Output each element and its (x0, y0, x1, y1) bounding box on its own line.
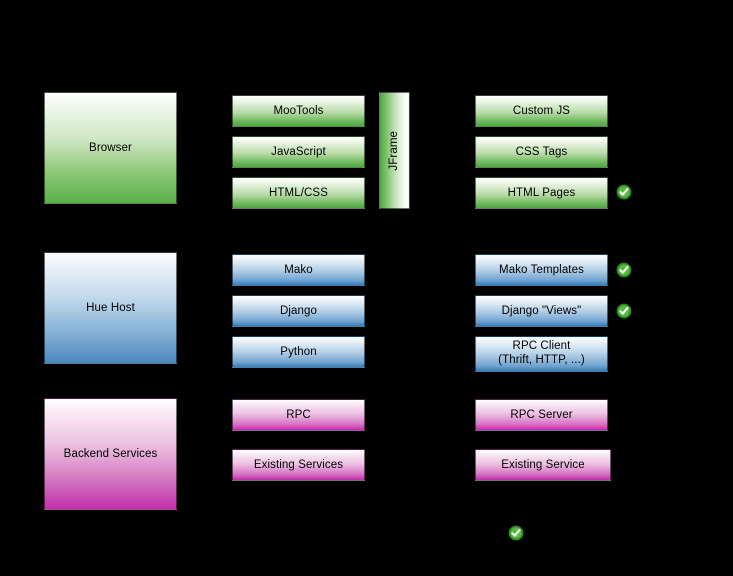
box-javascript-label: JavaScript (271, 145, 326, 158)
box-existing-services-label: Existing Services (253, 458, 344, 471)
box-existing-service-label: Existing Service (501, 458, 585, 471)
box-mako-label: Mako (284, 263, 313, 276)
check-circle-icon (616, 303, 632, 319)
box-html-pages-label: HTML Pages (507, 186, 576, 199)
box-rpc[interactable]: RPC (232, 399, 365, 431)
zone-hue-host-label: Hue Host (86, 301, 135, 314)
box-existing-service[interactable]: Existing Service (475, 449, 611, 481)
box-html-pages[interactable]: HTML Pages (475, 177, 608, 209)
box-jframe-label: JFrame (388, 130, 401, 171)
check-circle-icon (616, 184, 632, 200)
box-mootools-label: MooTools (273, 104, 324, 117)
box-mako-templates[interactable]: Mako Templates (475, 254, 608, 286)
box-html-css-label: HTML/CSS (269, 186, 328, 199)
box-custom-js[interactable]: Custom JS (475, 95, 608, 127)
box-django-views-label: Django "Views" (501, 304, 582, 317)
box-css-tags-label: CSS Tags (515, 145, 568, 158)
box-rpc-server-label: RPC Server (510, 408, 573, 421)
box-rpc-label: RPC (286, 408, 311, 421)
box-mako-templates-label: Mako Templates (499, 263, 584, 276)
box-python[interactable]: Python (232, 336, 365, 368)
box-javascript[interactable]: JavaScript (232, 136, 365, 168)
zone-hue-host: Hue Host (44, 252, 177, 364)
zone-browser-label: Browser (89, 141, 132, 154)
box-rpc-server[interactable]: RPC Server (475, 399, 608, 431)
box-mako[interactable]: Mako (232, 254, 365, 286)
box-mootools[interactable]: MooTools (232, 95, 365, 127)
legend-check-circle-icon (508, 525, 524, 541)
box-existing-services[interactable]: Existing Services (232, 449, 365, 481)
box-css-tags[interactable]: CSS Tags (475, 136, 608, 168)
check-circle-icon (616, 262, 632, 278)
zone-backend-services-label: Backend Services (63, 447, 158, 460)
box-rpc-client[interactable]: RPC Client (Thrift, HTTP, ...) (475, 336, 608, 372)
box-django-label: Django (279, 304, 318, 317)
box-html-css[interactable]: HTML/CSS (232, 177, 365, 209)
box-django-views[interactable]: Django "Views" (475, 295, 608, 327)
box-rpc-client-label: RPC Client (512, 340, 571, 353)
box-django[interactable]: Django (232, 295, 365, 327)
zone-backend-services: Backend Services (44, 398, 177, 510)
box-rpc-client-sublabel: (Thrift, HTTP, ...) (498, 354, 585, 366)
box-jframe[interactable]: JFrame (379, 92, 410, 209)
zone-browser: Browser (44, 92, 177, 204)
box-python-label: Python (280, 345, 317, 358)
box-custom-js-label: Custom JS (512, 104, 571, 117)
